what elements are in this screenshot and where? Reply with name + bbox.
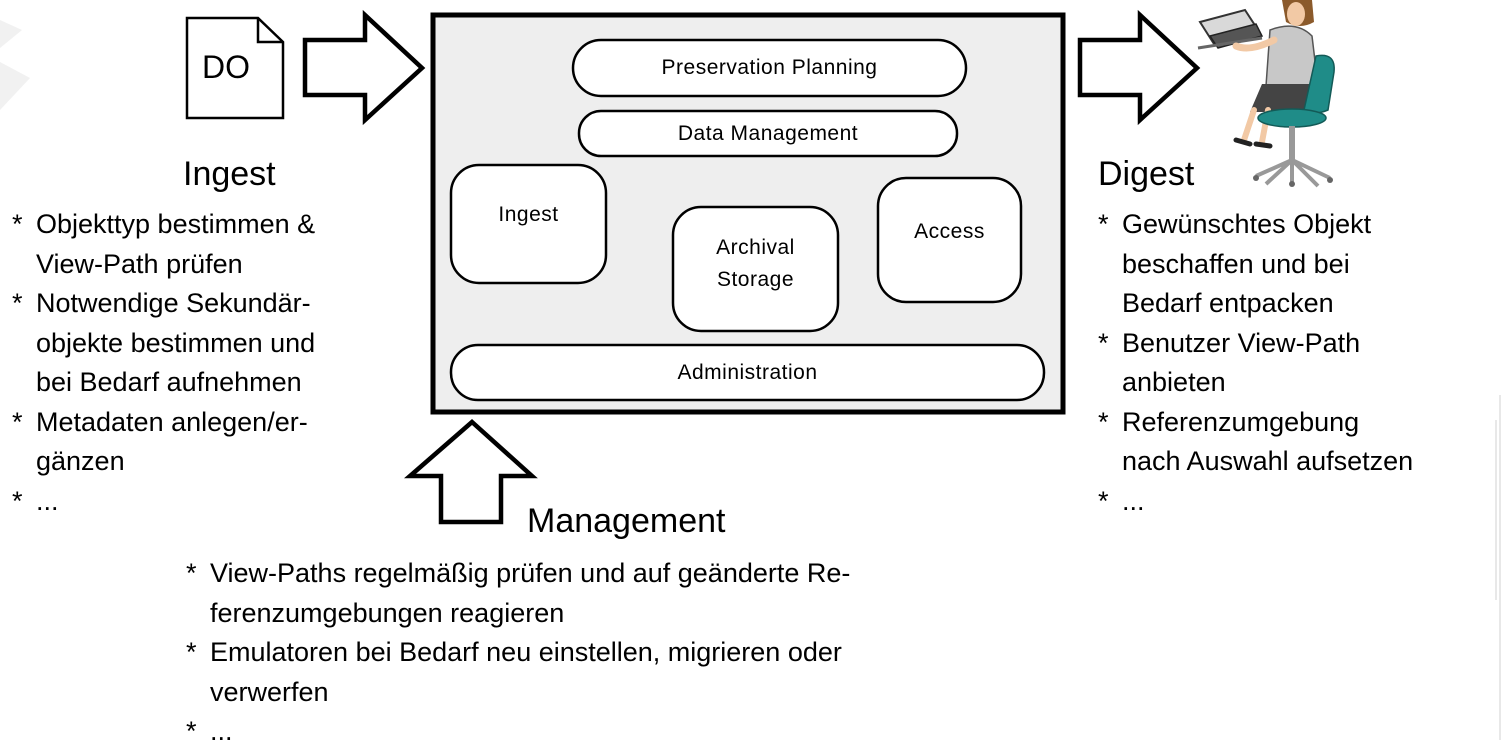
list-item: *... (1098, 485, 1145, 516)
list-item: gänzen (36, 446, 125, 476)
management-heading: Management (527, 502, 726, 540)
list-item: *Referenzumgebung (1098, 406, 1360, 437)
data-management-label: Data Management (677, 121, 859, 145)
ingest-box (449, 163, 608, 285)
management-list: *View-Paths regelmäßig prüfen und auf ge… (186, 554, 850, 752)
list-item: *Metadaten anlegen/er- (12, 406, 308, 437)
list-item: ferenzumgebungen reagieren (210, 597, 565, 628)
preservation-planning-box (571, 38, 968, 98)
list-item: nach Auswahl aufsetzen (1122, 446, 1414, 476)
list-item: View-Path prüfen (36, 248, 243, 279)
management-arrow-icon (403, 418, 538, 525)
list-item: *Benutzer View-Path (1098, 327, 1361, 358)
administration-box (449, 343, 1046, 402)
archival-storage-label-line1: Archival (716, 236, 795, 259)
administration-label: Administration (677, 360, 818, 384)
digest-arrow-icon (1077, 9, 1201, 126)
access-component-label: Access (914, 220, 985, 243)
list-item: *Gewünschtes Objekt (1098, 209, 1372, 239)
list-item: beschaffen und bei (1122, 248, 1350, 279)
digest-list: *Gewünschtes Objekt beschaffen und bei B… (1098, 205, 1413, 521)
edge-decoration (1495, 395, 1501, 740)
list-item: bei Bedarf aufnehmen (36, 367, 302, 397)
ingest-component-label: Ingest (498, 203, 559, 226)
data-management-box (577, 109, 959, 158)
list-item: *... (12, 485, 59, 516)
list-item: *Emulatoren bei Bedarf neu einstellen, m… (186, 637, 842, 667)
ingest-heading: Ingest (183, 155, 276, 193)
list-item: anbieten (1122, 367, 1226, 397)
list-item: objekte bestimmen und (36, 327, 316, 358)
document-icon (185, 16, 285, 120)
ingest-arrow-icon (302, 9, 426, 126)
digest-heading: Digest (1098, 155, 1195, 193)
access-box (876, 176, 1023, 304)
list-item: *Objekttyp bestimmen & (12, 209, 316, 239)
list-item: *... (186, 716, 233, 746)
background-decoration (0, 20, 30, 110)
document-label: DO (202, 49, 250, 85)
user-at-computer-icon (1197, 0, 1335, 188)
list-item: verwerfen (210, 676, 329, 707)
list-item: *Notwendige Sekundär- (12, 288, 311, 318)
list-item: Bedarf entpacken (1122, 288, 1334, 318)
archival-storage-label: Archival Storage (673, 228, 838, 300)
ingest-list: *Objekttyp bestimmen & View-Path prüfen … (12, 205, 315, 521)
preservation-planning-label: Preservation Planning (661, 56, 878, 79)
list-item: *View-Paths regelmäßig prüfen und auf ge… (186, 558, 851, 588)
archival-storage-label-line2: Storage (716, 268, 795, 291)
archival-storage-box (671, 205, 840, 333)
